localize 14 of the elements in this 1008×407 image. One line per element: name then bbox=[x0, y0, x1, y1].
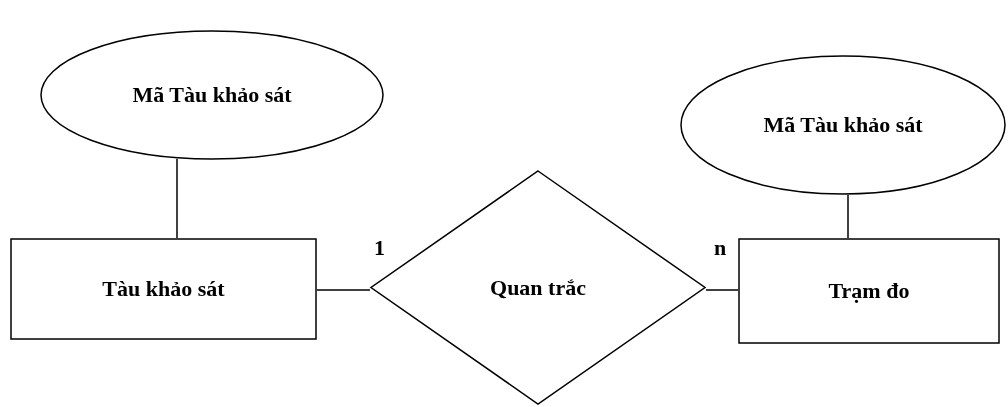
connector-line bbox=[847, 194, 849, 239]
entity-box bbox=[738, 238, 1000, 344]
attribute-ellipse bbox=[40, 30, 384, 160]
connector-line bbox=[176, 157, 178, 239]
connector-line bbox=[705, 289, 739, 291]
node-label: Quan trắc bbox=[490, 274, 586, 301]
node-label: Trạm đo bbox=[828, 278, 910, 304]
node-label: Mã Tàu khảo sát bbox=[763, 112, 923, 138]
node-label: Mã Tàu khảo sát bbox=[132, 82, 292, 108]
entity-box bbox=[10, 238, 317, 340]
connector-line bbox=[316, 289, 371, 291]
node-label: Tàu khảo sát bbox=[102, 276, 225, 302]
attribute-ellipse bbox=[680, 55, 1006, 195]
relationship-diamond bbox=[370, 170, 706, 405]
